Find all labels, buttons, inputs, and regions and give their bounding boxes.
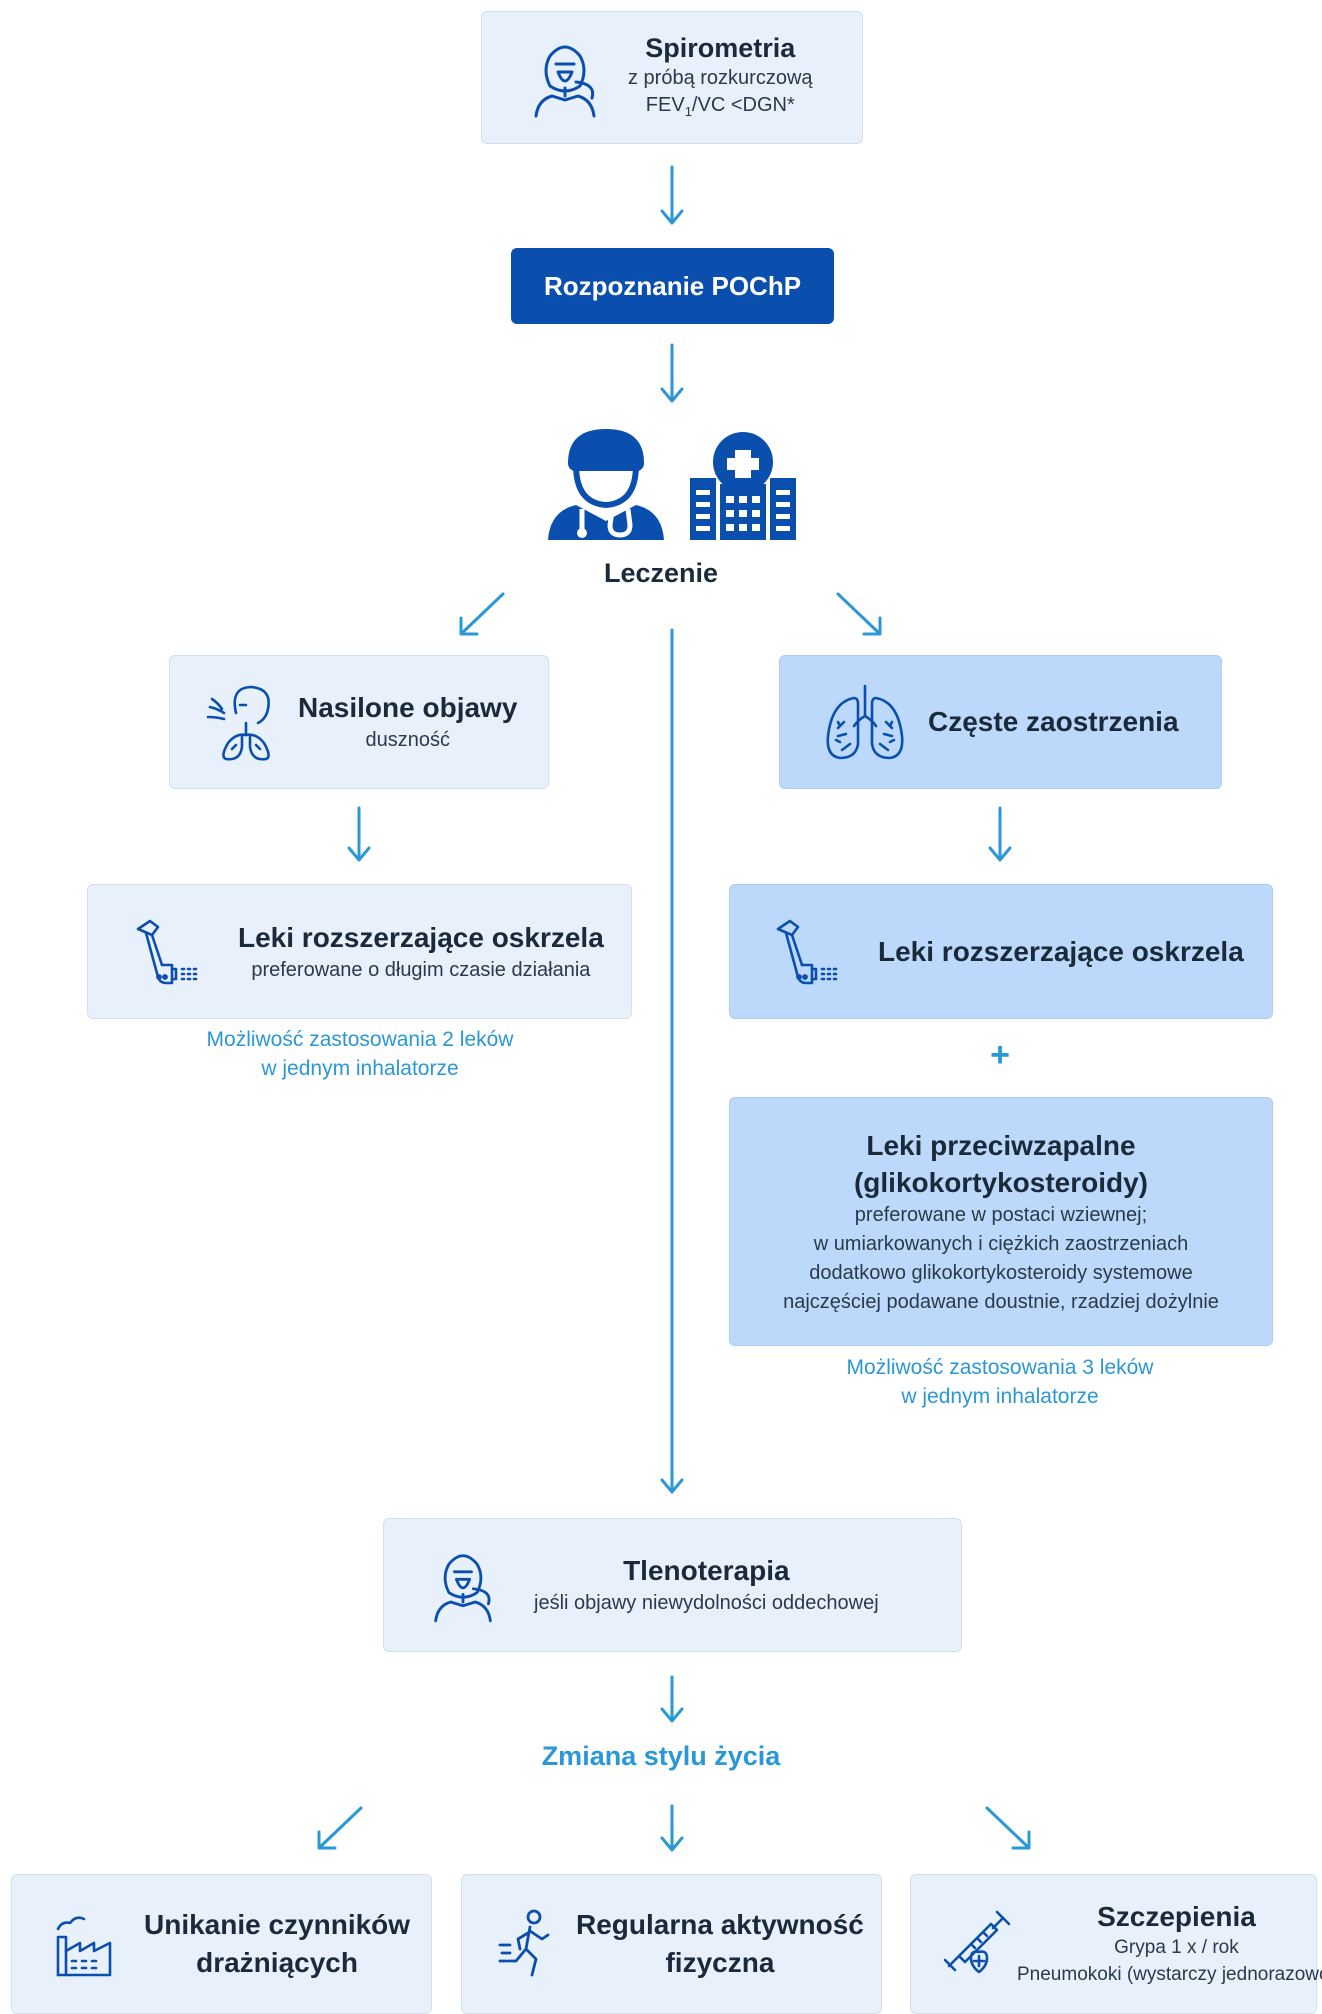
spirometria-line2: FEV1/VC <DGN* [645, 93, 795, 119]
arrow-down-icon [660, 1675, 684, 1723]
nasilone-objawy-box: Nasilone objawy duszność [169, 655, 549, 789]
arrow-down-right-icon [836, 592, 882, 636]
anti-inflammatory-box: Leki przeciwzapalne (glikokortykosteroid… [729, 1097, 1273, 1346]
arrow-down-left-icon [459, 592, 505, 636]
avoid-irritants-box: Unikanie czynników drażniących [11, 1874, 432, 2014]
right-bronchodilator-title: Leki rozszerzające oskrzela [878, 935, 1244, 967]
leczenie-label: Leczenie [603, 558, 719, 588]
avoid-irritants-line-1: Unikanie czynników [144, 1909, 411, 1940]
lungs-icon [822, 682, 908, 762]
tlenoterapia-title: Tlenoterapia [623, 1555, 790, 1586]
physical-activity-box: Regularna aktywność fizyczna [461, 1874, 882, 2014]
arrow-down-right-icon [985, 1806, 1031, 1850]
arrow-down-left-icon [317, 1806, 363, 1850]
anti-inflammatory-title-2: (glikokortykosteroidy) [853, 1166, 1149, 1198]
inhaler-icon [772, 917, 844, 987]
doctor-icon [548, 429, 664, 540]
syringe-icon [941, 1908, 1013, 1980]
spirometria-title: Spirometria [645, 32, 796, 63]
arrow-down-long-icon [660, 628, 684, 1494]
oxygen-mask-icon [430, 1547, 496, 1623]
arrow-down-icon [660, 165, 684, 225]
czeste-zaostrzenia-title: Częste zaostrzenia [928, 706, 1179, 737]
arrow-down-icon [660, 1804, 684, 1852]
hospital-icon [690, 432, 796, 540]
left-bronchodilator-box: Leki rozszerzające oskrzela preferowane … [87, 884, 632, 1019]
anti-inflammatory-title-1: Leki przeciwzapalne [866, 1129, 1136, 1161]
spirometry-mask-icon [530, 38, 600, 118]
physical-activity-line-1: Regularna aktywność [576, 1909, 864, 1940]
running-person-icon [498, 1909, 554, 1979]
avoid-irritants-line-2: drażniących [196, 1947, 358, 1978]
plus-sign: + [990, 1036, 1010, 1074]
spirometria-line1: z próbą rozkurczową [628, 66, 813, 89]
vaccination-flu: Grypa 1 x / rok [1114, 1937, 1239, 1958]
anti-inflammatory-line-1: preferowane w postaci wziewnej; [854, 1203, 1148, 1226]
anti-inflammatory-line-4: najczęściej podawane doustnie, rzadziej … [783, 1290, 1219, 1313]
respiratory-system-icon [206, 683, 278, 761]
left-bronchodilator-subtitle: preferowane o długim czasie działania [251, 958, 591, 981]
nasilone-objawy-subtitle: duszność [365, 729, 450, 751]
factory-icon [52, 1911, 116, 1977]
right-combination-note: Możliwość zastosowania 3 leków w jednym … [846, 1356, 1154, 1408]
right-bronchodilator-box: Leki rozszerzające oskrzela [729, 884, 1273, 1019]
anti-inflammatory-line-3: dodatkowo glikokortykosteroidy systemowe [809, 1261, 1193, 1284]
spirometria-box: Spirometria z próbą rozkurczową FEV1/VC … [481, 11, 863, 144]
anti-inflammatory-line-2: w umiarkowanych i ciężkich zaostrzeniach [813, 1232, 1189, 1255]
vaccination-title: Szczepienia [1097, 1901, 1256, 1932]
arrow-down-icon [660, 343, 684, 403]
lifestyle-heading: Zmiana stylu życia [541, 1741, 781, 1771]
left-combination-note: Możliwość zastosowania 2 leków w jednym … [206, 1028, 514, 1080]
tlenoterapia-subtitle: jeśli objawy niewydolności oddechowej [534, 1592, 879, 1614]
czeste-zaostrzenia-box: Częste zaostrzenia [779, 655, 1222, 789]
vaccination-box: Szczepienia Grypa 1 x / rok Pneumokoki (… [910, 1874, 1322, 2014]
nasilone-objawy-title: Nasilone objawy [298, 692, 518, 723]
left-bronchodilator-title: Leki rozszerzające oskrzela [238, 921, 604, 953]
rozpoznanie-label: Rozpoznanie POChP [543, 270, 802, 301]
rozpoznanie-box: Rozpoznanie POChP [511, 248, 834, 324]
arrow-down-icon [347, 806, 371, 862]
tlenoterapia-box: Tlenoterapia jeśli objawy niewydolności … [383, 1518, 962, 1652]
inhaler-icon [132, 917, 204, 987]
vaccination-pneumococcal: Pneumokoki (wystarczy jednorazowo) [1017, 1964, 1322, 1985]
arrow-down-icon [988, 806, 1012, 862]
physical-activity-line-2: fizyczna [665, 1947, 775, 1978]
